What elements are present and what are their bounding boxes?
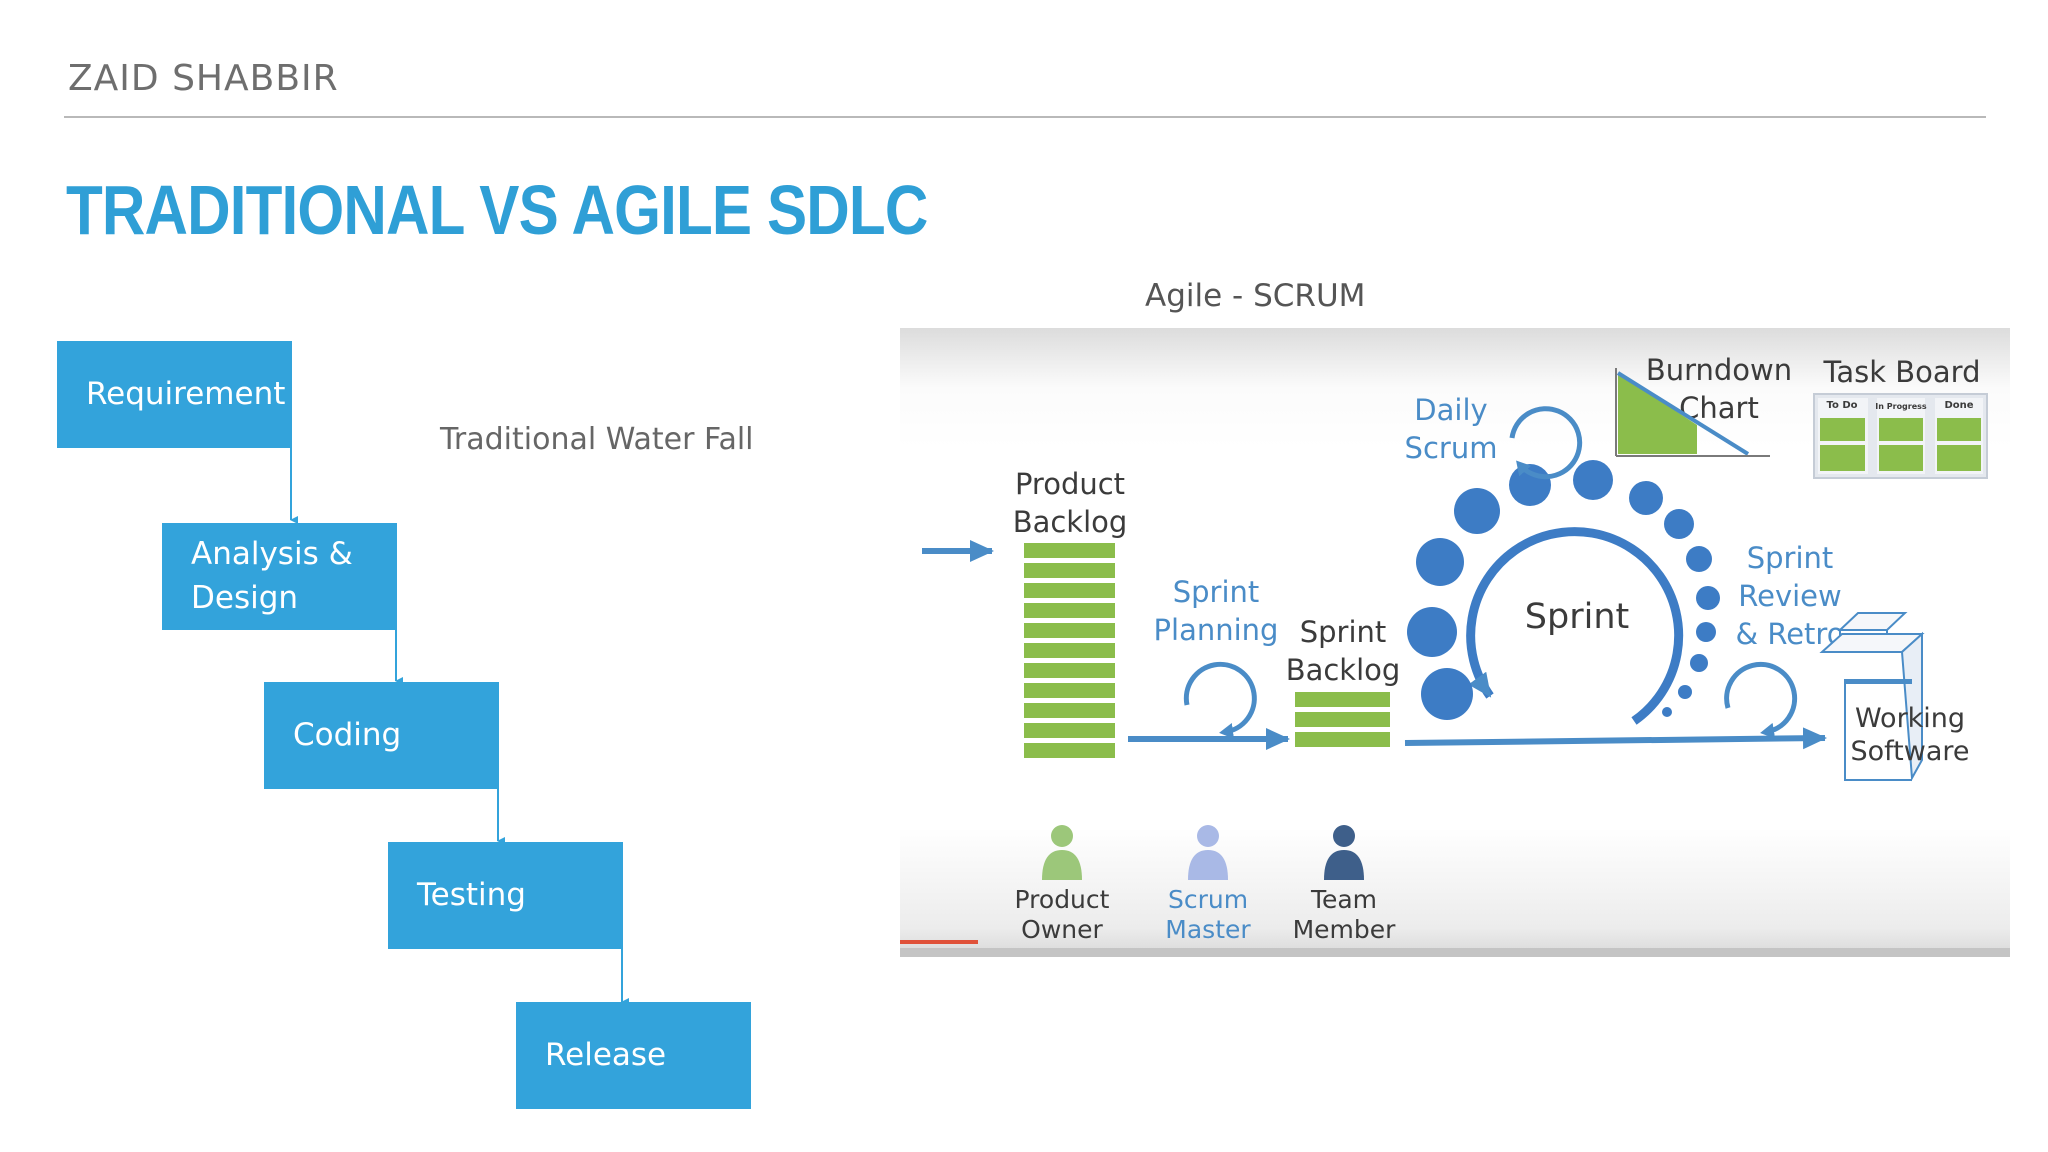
task-board-icon [1813, 393, 1988, 479]
role-team-member-line1: Team [1310, 885, 1377, 914]
waterfall-step-coding: Coding [264, 682, 499, 789]
waterfall-step-release: Release [516, 1002, 751, 1109]
burndown-label-line1: Burndown [1646, 353, 1792, 387]
video-progress-track [900, 948, 2010, 957]
sprint-main-arrow [1404, 727, 1827, 750]
waterfall-connectors [290, 446, 629, 1006]
sprint-planning-label-line2: Planning [1154, 613, 1279, 647]
role-team-member-line2: Member [1293, 915, 1397, 944]
daily-scrum-cycle-icon [1509, 406, 1583, 480]
role-scrum-master-line2: Master [1165, 915, 1251, 944]
task-board-title: Task Board [1822, 355, 1980, 389]
burndown-chart-icon [1615, 368, 1770, 457]
sprint-backlog-stack [1295, 692, 1390, 747]
working-software-label-line2: Software [1850, 736, 1969, 767]
daily-scrum-label-line2: Scrum [1405, 431, 1498, 465]
task-board-column-in-progress: In Progress [1875, 402, 1927, 411]
task-board-column-todo: To Do [1826, 400, 1857, 411]
sprint-review-label-line3: & Retro [1736, 617, 1845, 651]
sprint-cycle-arc [1466, 527, 1684, 725]
sprint-planning-label-line1: Sprint [1173, 575, 1260, 609]
waterfall-step-label: Analysis & Design [191, 536, 353, 616]
author-name: ZAID SHABBIR [68, 58, 339, 99]
scrum-diagram: Product Backlog Sprint Planning Sprint B… [922, 353, 1988, 944]
role-scrum-master-line1: Scrum [1168, 885, 1248, 914]
header-divider [64, 116, 1986, 118]
product-backlog-stack [1024, 543, 1115, 758]
working-software-icon [1819, 612, 1925, 782]
waterfall-caption: Traditional Water Fall [440, 422, 754, 457]
task-board-column-done: Done [1944, 400, 1973, 411]
waterfall-step-testing: Testing [388, 842, 623, 949]
role-product-owner-line2: Owner [1021, 915, 1103, 944]
sprint-review-cycle-icon [1724, 661, 1798, 739]
waterfall-step-requirement: Requirement [57, 341, 292, 448]
sprint-review-label-line1: Sprint [1747, 541, 1834, 575]
product-backlog-label-line2: Backlog [1013, 505, 1128, 539]
sprint-backlog-label-line2: Backlog [1286, 653, 1401, 687]
sprint-review-label-line2: Review [1738, 579, 1841, 613]
waterfall-step-analysis-design: Analysis & Design [162, 523, 397, 630]
working-software-label-line1: Working [1855, 703, 1965, 734]
team-member-icon [1324, 825, 1364, 880]
video-progress-fill [900, 940, 978, 944]
scrum-master-icon [1188, 825, 1228, 880]
product-backlog-label-line1: Product [1015, 467, 1125, 501]
role-product-owner-line1: Product [1015, 885, 1110, 914]
scrum-caption: Agile - SCRUM [1145, 278, 1366, 314]
sprint-label: Sprint [1525, 597, 1629, 637]
slide-title: TRADITIONAL VS AGILE SDLC [66, 171, 928, 249]
product-owner-icon [1042, 825, 1082, 880]
daily-scrum-label-line1: Daily [1414, 393, 1487, 427]
sprint-planning-cycle-icon [1183, 661, 1257, 739]
sprint-backlog-label-line1: Sprint [1300, 615, 1387, 649]
